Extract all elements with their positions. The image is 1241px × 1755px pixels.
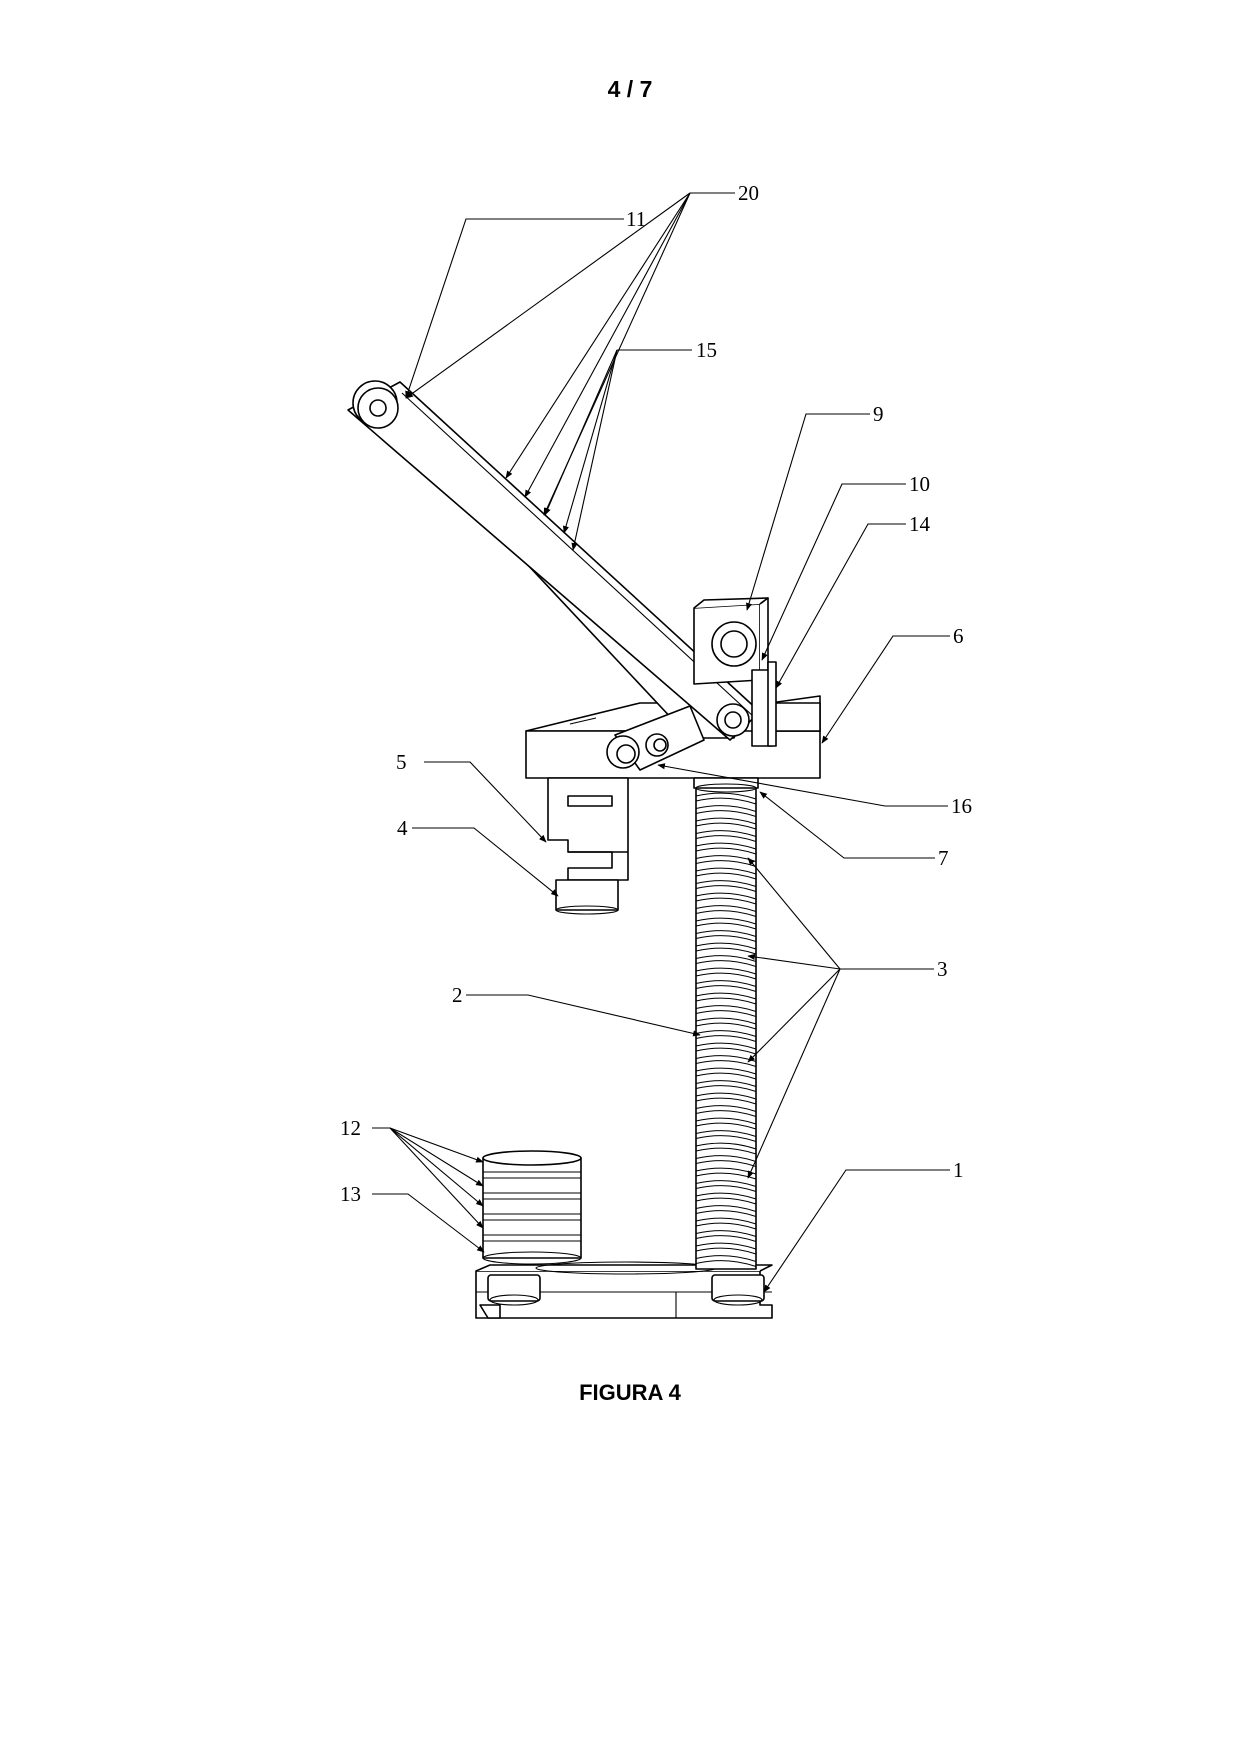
spring-coil-edge	[695, 1160, 757, 1168]
weight-stack	[482, 1150, 582, 1265]
spring-coil	[695, 1155, 757, 1163]
clamp-bracket	[547, 777, 629, 915]
spring-coil	[695, 830, 757, 838]
callout-labels: 20 11 15 9 10 14 6 5 16 4 7 3 2 12 1 13	[340, 181, 972, 1206]
spring-coil	[695, 1030, 757, 1038]
spring-coil-edge	[695, 1147, 757, 1155]
spring-coils	[695, 792, 757, 1268]
spring-coil	[695, 1005, 757, 1013]
spring-coil-edge	[695, 1110, 757, 1118]
callout-13: 13	[340, 1182, 361, 1206]
spring-coil-edge	[695, 985, 757, 993]
callout-1: 1	[953, 1158, 964, 1182]
spring-coil	[695, 1117, 757, 1125]
spring-coil-edge	[695, 1260, 757, 1268]
spring-coil-edge	[695, 910, 757, 918]
spring-coil	[695, 930, 757, 938]
base-plate	[475, 1261, 773, 1319]
callout-4: 4	[397, 816, 408, 840]
spring-coil	[695, 892, 757, 900]
spring-coil-edge	[695, 1185, 757, 1193]
spring-coil	[695, 792, 757, 800]
callout-16: 16	[951, 794, 972, 818]
callout-20: 20	[738, 181, 759, 205]
callout-5: 5	[396, 750, 407, 774]
callout-7: 7	[938, 846, 949, 870]
spring-coil	[695, 817, 757, 825]
spring-coil	[695, 867, 757, 875]
callout-6: 6	[953, 624, 964, 648]
leader-lines	[372, 192, 950, 1293]
spring-coil	[695, 880, 757, 888]
spring-coil-edge	[695, 1135, 757, 1143]
spring-coil	[695, 1042, 757, 1050]
spring-coil-edge	[695, 810, 757, 818]
callout-3: 3	[937, 957, 948, 981]
spring-coil-edge	[695, 1010, 757, 1018]
spring-coil-edge	[695, 997, 757, 1005]
callout-15: 15	[696, 338, 717, 362]
spring-coil-edge	[695, 1060, 757, 1068]
spring-coil-edge	[695, 922, 757, 930]
spring-coil	[695, 1180, 757, 1188]
spring-coil	[695, 1192, 757, 1200]
spring-coil	[695, 805, 757, 813]
lever-arm	[347, 380, 761, 771]
spring-coil-edge	[695, 835, 757, 843]
spring-coil	[695, 1080, 757, 1088]
spring-coil	[695, 1092, 757, 1100]
spring-coil	[695, 905, 757, 913]
spring-coil	[695, 1130, 757, 1138]
spring-coil-edge	[695, 1097, 757, 1105]
spring-coil-edge	[695, 1122, 757, 1130]
spring-coil-edge	[695, 947, 757, 955]
spring-coil	[695, 1105, 757, 1113]
spring-coil-edge	[695, 1085, 757, 1093]
callout-12: 12	[340, 1116, 361, 1140]
spring-coil	[695, 842, 757, 850]
spring-coil-edge	[695, 1235, 757, 1243]
spring-coil-edge	[695, 1247, 757, 1255]
spring-coil	[695, 1217, 757, 1225]
spring-coil	[695, 1205, 757, 1213]
spring-coil	[695, 917, 757, 925]
callout-2: 2	[452, 983, 463, 1007]
spring-coil-edge	[695, 897, 757, 905]
callout-14: 14	[909, 512, 931, 536]
spring-coil-edge	[695, 872, 757, 880]
figure-caption: FIGURA 4	[579, 1380, 681, 1405]
spring-coil	[695, 1142, 757, 1150]
spring-coil-edge	[695, 797, 757, 805]
spring-coil-edge	[695, 822, 757, 830]
callout-9: 9	[873, 402, 884, 426]
spring-coil-edge	[695, 885, 757, 893]
spring-coil	[695, 1230, 757, 1238]
page-number: 4 / 7	[607, 76, 653, 102]
spring-coil-edge	[695, 847, 757, 855]
threaded-column	[695, 782, 757, 1270]
spring-coil-edge	[695, 972, 757, 980]
spring-coil-edge	[695, 1210, 757, 1218]
spring-coil-edge	[695, 1197, 757, 1205]
spring-coil	[695, 942, 757, 950]
callout-10: 10	[909, 472, 930, 496]
spring-coil	[695, 1017, 757, 1025]
spring-coil	[695, 992, 757, 1000]
spring-coil-edge	[695, 1222, 757, 1230]
callout-11: 11	[626, 207, 646, 231]
spring-coil	[695, 967, 757, 975]
spring-coil	[695, 1242, 757, 1250]
spring-coil-edge	[695, 1072, 757, 1080]
spring-coil	[695, 1067, 757, 1075]
spring-coil	[695, 1255, 757, 1263]
spring-coil-edge	[695, 1035, 757, 1043]
spring-coil-edge	[695, 935, 757, 943]
spring-coil	[695, 980, 757, 988]
spring-coil-edge	[695, 960, 757, 968]
spring-coil-edge	[695, 1022, 757, 1030]
spring-coil-edge	[695, 1047, 757, 1055]
